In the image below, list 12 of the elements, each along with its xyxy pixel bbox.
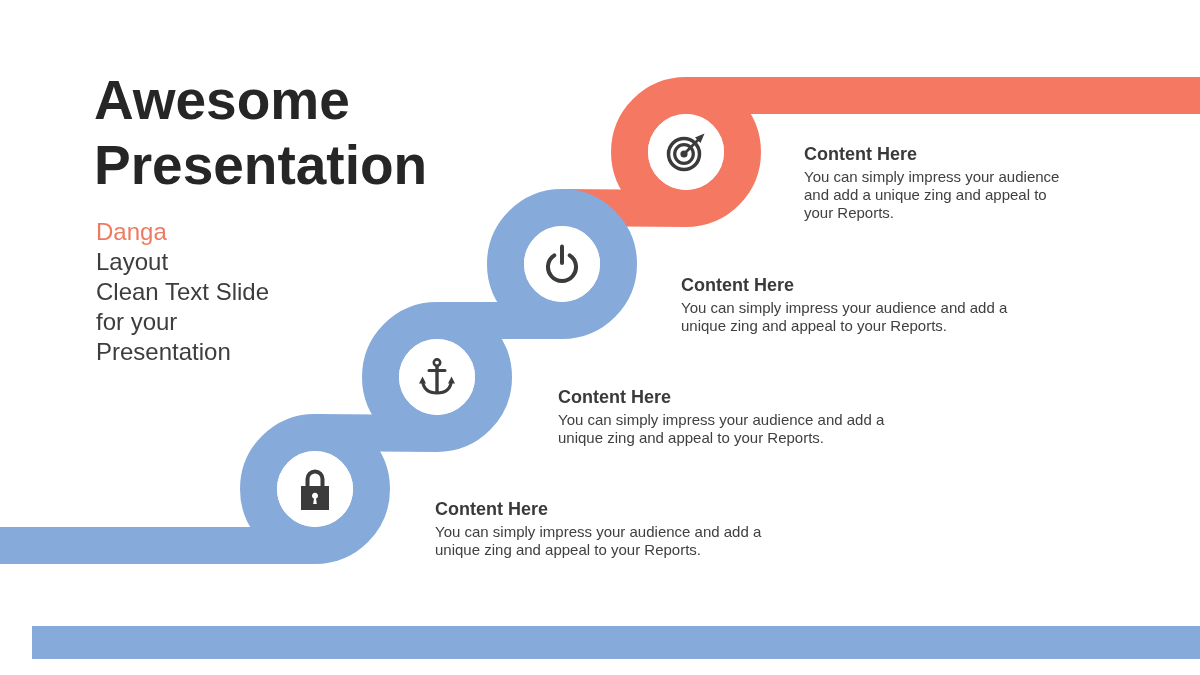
step-description: You can simply impress your audience and add a unique zing and appeal to your Reports.	[804, 168, 1061, 222]
step-description: You can simply impress your audience and add a unique zing and appeal to your Reports.	[558, 411, 886, 447]
subtitle-text: Layout	[96, 247, 169, 277]
step-description: You can simply impress your audience and add a unique zing and appeal to your Reports.	[681, 299, 1009, 335]
subtitle-text: Clean Text Slide for your Presentation	[96, 277, 270, 367]
step-description: You can simply impress your audience and add a unique zing and appeal to your Reports.	[435, 523, 763, 559]
step-heading: Content Here	[804, 143, 917, 165]
step-heading: Content Here	[558, 386, 671, 408]
slide-title: Awesome Presentation	[94, 68, 429, 198]
step-heading: Content Here	[681, 274, 794, 296]
subtitle-keyword: Danga	[96, 217, 167, 247]
step-heading: Content Here	[435, 498, 548, 520]
